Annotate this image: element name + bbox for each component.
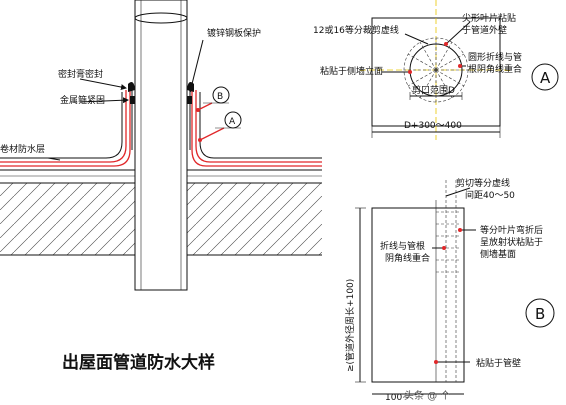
- b-label-fold-2: 阴角线重合: [385, 252, 430, 264]
- membrane-right-2: [191, 90, 322, 167]
- b-label-cut-2: 间距40～50: [465, 189, 515, 201]
- a-label-opening: 剪口范围D: [412, 84, 455, 96]
- sealant-left: [128, 82, 135, 92]
- label-membrane: 卷材防水层: [0, 143, 45, 155]
- a-label-face: 粘贴于侧墙立面: [320, 65, 383, 77]
- callout-b-main: B: [217, 92, 223, 102]
- label-steel-guard: 镀锌钢板保护: [207, 27, 261, 39]
- detail-b: 剪切等分虚线 间距40～50 等分叶片弯折后 呈放射状粘贴于 侧墙基面 折线与管…: [344, 177, 555, 403]
- metal-band-left: [130, 96, 135, 104]
- label-metal-band: 金属箍紧固: [60, 94, 105, 106]
- membrane-left-1: [0, 90, 127, 163]
- b-label-height: ≥(管道外径周长+100): [344, 279, 356, 372]
- detail-b-marker: B: [535, 305, 545, 323]
- detail-a-marker: A: [540, 69, 551, 87]
- membrane-right-1: [195, 90, 322, 163]
- b-label-cut-1: 剪切等分虚线: [456, 177, 510, 189]
- pipe: [134, 0, 188, 291]
- label-sealant: 密封膏密封: [58, 68, 103, 80]
- roof-slab: [0, 183, 135, 255]
- main-section-detail: 密封膏密封 金属箍紧固 卷材防水层 镀锌钢板保护 B A: [0, 0, 322, 291]
- roof-slab-right: [187, 183, 322, 255]
- a-label-tip-2: 于管道外壁: [462, 24, 507, 36]
- a-label-fold-2: 根阴角线重合: [468, 63, 522, 75]
- b-label-fold-1: 折线与管根: [380, 240, 425, 252]
- metal-band-right: [187, 96, 192, 104]
- a-label-fold-1: 圆形折线与管: [468, 51, 522, 63]
- a-label-width: D+300～400: [404, 121, 462, 131]
- b-label-petals-3: 侧墙基面: [480, 248, 516, 260]
- membrane-left-2: [0, 90, 131, 167]
- a-label-tip-1: 尖形叶片粘贴: [462, 12, 516, 24]
- a-label-dashes: 12或16等分裁剪虚线: [313, 24, 399, 36]
- detail-a: 12或16等分裁剪虚线 尖形叶片粘贴 于管道外壁 粘贴于侧墙立面 圆形折线与管 …: [313, 0, 559, 140]
- detail-b-sheet: [371, 207, 465, 383]
- b-label-wall: 粘贴于管壁: [476, 357, 521, 369]
- b-label-bottom: 100~: [385, 393, 410, 403]
- callout-a-main: A: [229, 117, 236, 127]
- b-label-petals-1: 等分叶片弯折后: [480, 224, 543, 236]
- b-label-petals-2: 呈放射状粘贴于: [480, 236, 543, 248]
- drawing-caption: 出屋面管道防水大样: [62, 352, 215, 373]
- watermark: 头条 @ 个: [404, 389, 450, 402]
